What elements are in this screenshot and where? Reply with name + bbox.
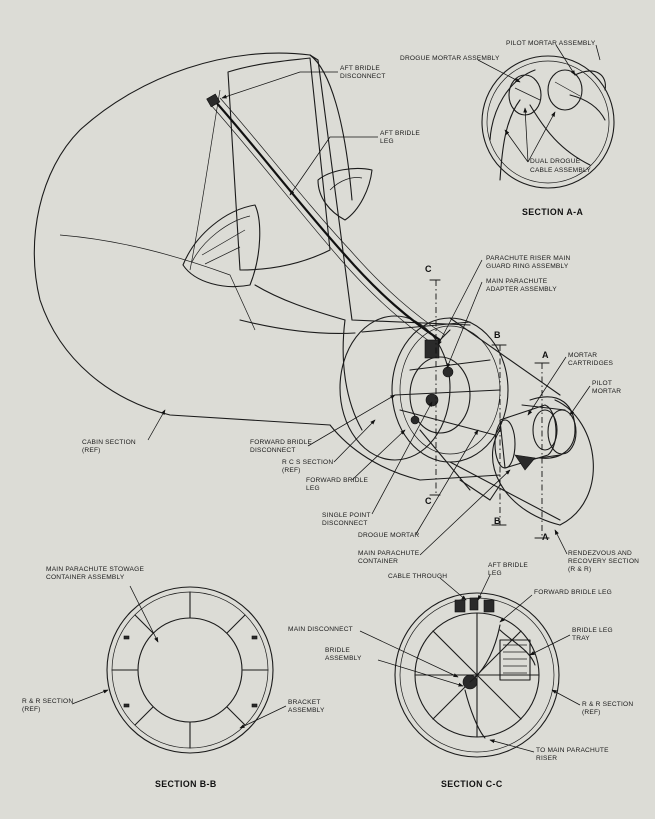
label-cable-through: CABLE THROUGH [388,573,447,580]
aft-bridle-cable [206,93,446,347]
cut-marker-c-bottom: C [425,496,432,506]
section-bb-title: SECTION B-B [155,779,217,789]
cut-marker-c-top: C [425,264,432,274]
cut-lines [429,279,550,539]
label-main-disconnect: MAIN DISCONNECT [288,626,353,633]
rr-section-drawing [391,317,594,526]
section-cc-drawing [394,592,560,758]
label-rr-section-right: R & R SECTION (REF) [582,701,635,716]
label-bracket-assembly: BRACKET ASSEMBLY [288,699,325,714]
cut-marker-a-bottom: A [542,532,549,542]
label-forward-bridle-disconnect: FORWARD BRIDLE DISCONNECT [250,439,314,454]
label-dual-drogue-cable-assembly: DUAL DROGUE CABLE ASSEMBLY [530,158,591,174]
section-cc-title: SECTION C-C [441,779,503,789]
cut-marker-b-bottom: B [494,516,501,526]
leader-lines [71,44,601,753]
label-cabin-section: CABIN SECTION (REF) [82,439,138,454]
label-single-point-disconnect: SINGLE POINT DISCONNECT [322,512,373,527]
label-bridle-leg-tray: BRIDLE LEG TRAY [572,627,615,642]
label-aft-bridle-disconnect: AFT BRIDLE DISCONNECT [340,65,386,80]
label-drogue-mortar-assembly: DROGUE MORTAR ASSEMBLY [400,55,500,62]
label-aft-bridle-leg-cc: AFT BRIDLE LEG [488,562,530,577]
label-drogue-mortar: DROGUE MORTAR [358,532,419,539]
section-bb-drawing [106,586,274,754]
section-aa-title: SECTION A-A [522,207,584,217]
label-pilot-mortar-assembly: PILOT MORTAR ASSEMBLY [506,40,596,47]
label-bridle-assembly: BRIDLE ASSEMBLY [325,647,362,662]
label-rcs-section: R C S SECTION (REF) [282,459,335,474]
label-mortar-cartridges: MORTAR CARTRIDGES [568,352,614,367]
label-main-parachute-container: MAIN PARACHUTE CONTAINER [358,550,421,565]
label-forward-bridle-leg-cc: FORWARD BRIDLE LEG [534,589,612,596]
section-aa-drawing [481,55,615,189]
cabin-section-drawing [33,52,501,481]
cut-marker-b-top: B [494,330,501,340]
label-to-main-parachute-riser: TO MAIN PARACHUTE RISER [536,747,611,762]
label-forward-bridle-leg: FORWARD BRIDLE LEG [306,477,370,492]
cut-marker-a-top: A [542,350,549,360]
label-aft-bridle-leg-top: AFT BRIDLE LEG [380,130,422,145]
label-stowage-container: MAIN PARACHUTE STOWAGE CONTAINER ASSEMBL… [46,566,146,581]
label-parachute-riser-main: PARACHUTE RISER MAIN GUARD RING ASSEMBLY [486,255,573,270]
label-rendezvous-recovery: RENDEZVOUS AND RECOVERY SECTION (R & R) [568,550,641,573]
label-pilot-mortar: PILOT MORTAR [592,380,621,395]
label-main-parachute-adapter: MAIN PARACHUTE ADAPTER ASSEMBLY [486,278,557,293]
label-rr-section-left: R & R SECTION (REF) [22,698,75,713]
